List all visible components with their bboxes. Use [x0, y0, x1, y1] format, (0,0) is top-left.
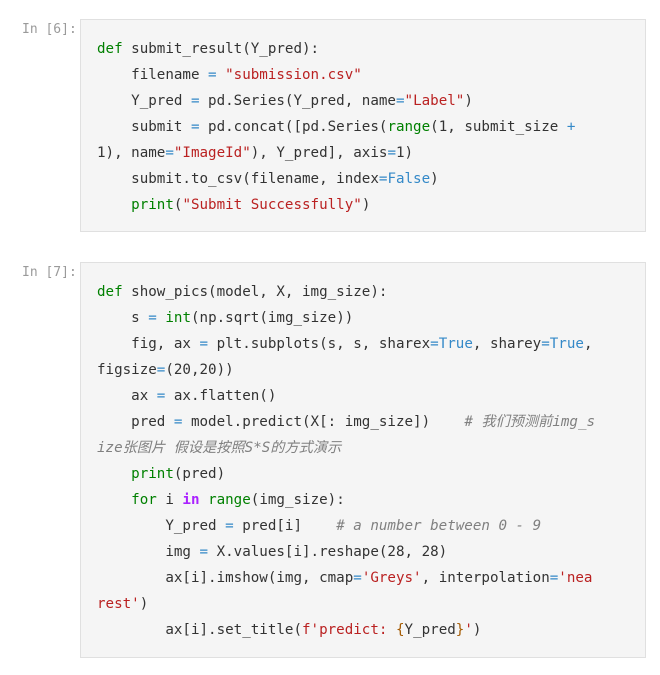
code-line: def show_pics(model, X, img_size): — [97, 284, 388, 300]
code-line: img = X.values[i].reshape(28, 28) — [97, 544, 448, 560]
code-line: s = int(np.sqrt(img_size)) — [97, 310, 354, 326]
code-line: Y_pred = pred[i] # a number between 0 - … — [97, 518, 542, 534]
code-line: def submit_result(Y_pred): — [97, 41, 320, 57]
code-line: for i in range(img_size): — [131, 492, 345, 508]
code-line: fig, ax = plt.subplots(s, s, sharex=True… — [97, 336, 593, 352]
code-line: print("Submit Successfully") — [131, 197, 371, 213]
code-line: ax[i].imshow(img, cmap='Greys', interpol… — [97, 570, 593, 586]
cell-prompt: In [6]: — [22, 22, 77, 37]
code-line: 1), name="ImageId"), Y_pred], axis=1) — [97, 145, 414, 161]
code-line: filename = "submission.csv" — [97, 67, 362, 83]
code-line: submit.to_csv(filename, index=False) — [97, 171, 439, 187]
code-editor[interactable]: def show_pics(model, X, img_size): s = i… — [80, 262, 646, 658]
code-line: print(pred) — [131, 466, 226, 482]
code-line: pred = model.predict(X[: img_size]) # 我们… — [97, 414, 596, 430]
code-editor[interactable]: def submit_result(Y_pred): filename = "s… — [80, 19, 646, 232]
code-line: ax[i].set_title(f'predict: {Y_pred}') — [97, 622, 482, 638]
code-block[interactable]: def submit_result(Y_pred): filename = "s… — [81, 20, 645, 232]
code-line: submit = pd.concat([pd.Series(range(1, s… — [97, 119, 576, 135]
code-line: ax = ax.flatten() — [97, 388, 277, 404]
code-line: figsize=(20,20)) — [97, 362, 234, 378]
code-line: rest') — [97, 596, 149, 612]
code-block[interactable]: def show_pics(model, X, img_size): s = i… — [81, 263, 645, 657]
cell-prompt: In [7]: — [22, 265, 77, 280]
code-line: Y_pred = pd.Series(Y_pred, name="Label") — [97, 93, 473, 109]
code-line: ize张图片 假设是按照S*S的方式演示 — [97, 440, 342, 456]
